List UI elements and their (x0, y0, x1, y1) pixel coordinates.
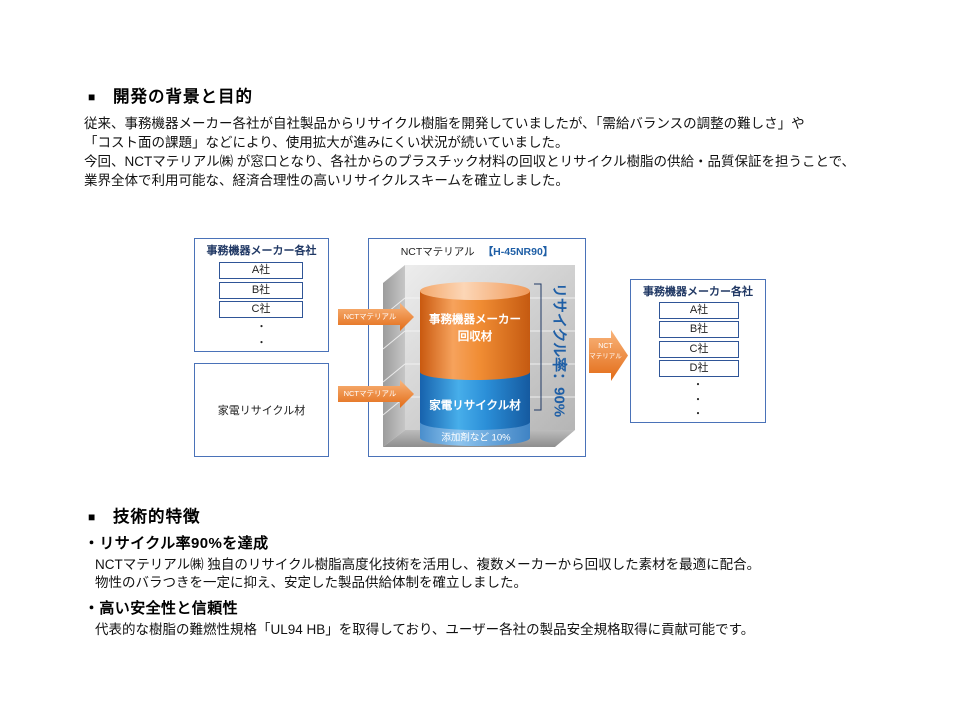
appliance-recycle-label: 家電リサイクル材 (217, 405, 306, 417)
destination-maker-d: D社 (659, 360, 739, 377)
lower-arrow-label: NCTマテリアル (343, 389, 397, 398)
appliance-segment-edge (420, 414, 530, 430)
grid-line (382, 330, 406, 350)
cylinder-bottom (420, 430, 530, 446)
backdrop-side-wall (383, 265, 405, 447)
ellipsis-dot: ・ (693, 409, 703, 420)
arrow-shape (589, 330, 628, 381)
recycle-rate-label: リサイクル率：90% (551, 283, 569, 417)
ellipsis-dot: ・ (256, 338, 267, 349)
arrow-shape (338, 380, 414, 408)
nct-material-name: NCTマテリアル (400, 246, 475, 258)
upper-arrow-label: NCTマテリアル (343, 312, 397, 321)
upper-input-arrow: NCTマテリアル (338, 303, 414, 331)
source-maker-c: C社 (219, 301, 303, 318)
grid-line (382, 363, 406, 383)
nct-material-box: NCTマテリアル 【H-45NR90】 (368, 238, 586, 457)
section-background-title: 開発の背景と目的 (113, 88, 253, 106)
composition-cylinder (420, 282, 530, 446)
ellipsis-dot: ・ (693, 380, 703, 391)
paragraph-line: 業界全体で利用可能な、経済合理性の高いリサイクルスキームを確立しました。 (84, 173, 569, 188)
section-features-title: 技術的特徴 (113, 508, 201, 526)
source-maker-b: B社 (219, 282, 303, 299)
output-arrow: NCT マテリアル (589, 330, 629, 381)
feature-line: 代表的な樹脂の難燃性規格「UL94 HB」を取得しており、ユーザー各社の製品安全… (95, 622, 755, 637)
paragraph-line: 従来、事務機器メーカー各社が自社製品からリサイクル樹脂を開発していましたが、「需… (84, 116, 805, 131)
appliance-segment-label: 家電リサイクル材 (429, 398, 521, 412)
maker-segment-label-line2: 回収材 (458, 329, 493, 343)
feature-heading: ・高い安全性と信頼性 (84, 600, 239, 617)
feature-line: 物性のバラつきを一定に抑え、安定した製品供給体制を確立しました。 (95, 575, 527, 590)
source-maker-a: A社 (219, 262, 303, 279)
destination-makers-title: 事務機器メーカー各社 (643, 286, 753, 298)
paragraph-line: 今回、NCTマテリアル㈱ が窓口となり、各社からのプラスチック材料の回収とリサイ… (84, 154, 856, 169)
feature-line: NCTマテリアル㈱ 独自のリサイクル樹脂高度化技術を活用し、複数メーカーから回収… (95, 557, 761, 572)
product-grade-code: 【H-45NR90】 (482, 246, 554, 258)
arrow-body (338, 380, 414, 408)
paragraph-line: 「コスト面の課題」などにより、使用拡大が進みにくい状況が続いていました。 (84, 135, 569, 150)
maker-segment (420, 291, 530, 372)
output-arrow-label-line1: NCT (598, 343, 613, 350)
arrow-shape (338, 303, 414, 331)
appliance-recycle-box: 家電リサイクル材 (194, 363, 329, 457)
ellipsis-dot: ・ (256, 322, 267, 333)
recycle-rate-bracket (534, 283, 542, 411)
source-makers-box: 事務機器メーカー各社 A社 B社 C社 ・ ・ (194, 238, 329, 352)
arrow-body (338, 303, 414, 331)
recycle-composition-graphic: 事務機器メーカー 回収材 家電リサイクル材 添加剤など 10% リサイクル率：9… (382, 265, 575, 447)
output-arrow-label-line2: マテリアル (589, 353, 622, 360)
cylinder-top (420, 282, 530, 300)
section-features-bullet: ■ (88, 510, 96, 524)
additive-band-label: 添加剤など 10% (441, 432, 511, 444)
maker-segment-label-line1: 事務機器メーカー (429, 312, 521, 326)
destination-makers-box: 事務機器メーカー各社 A社 B社 C社 D社 ・ ・ ・ (630, 279, 766, 423)
source-makers-title: 事務機器メーカー各社 (206, 245, 317, 257)
appliance-segment (420, 372, 530, 422)
destination-maker-c: C社 (659, 341, 739, 358)
lower-input-arrow: NCTマテリアル (338, 380, 414, 408)
section-background-bullet: ■ (88, 90, 96, 104)
maker-segment-edge (420, 364, 530, 380)
destination-maker-b: B社 (659, 321, 739, 338)
destination-maker-a: A社 (659, 302, 739, 319)
feature-heading: ・リサイクル率90%を達成 (84, 535, 269, 552)
nct-material-title: NCTマテリアル 【H-45NR90】 (369, 244, 585, 260)
ellipsis-dot: ・ (693, 395, 703, 406)
arrow-body (589, 330, 628, 381)
